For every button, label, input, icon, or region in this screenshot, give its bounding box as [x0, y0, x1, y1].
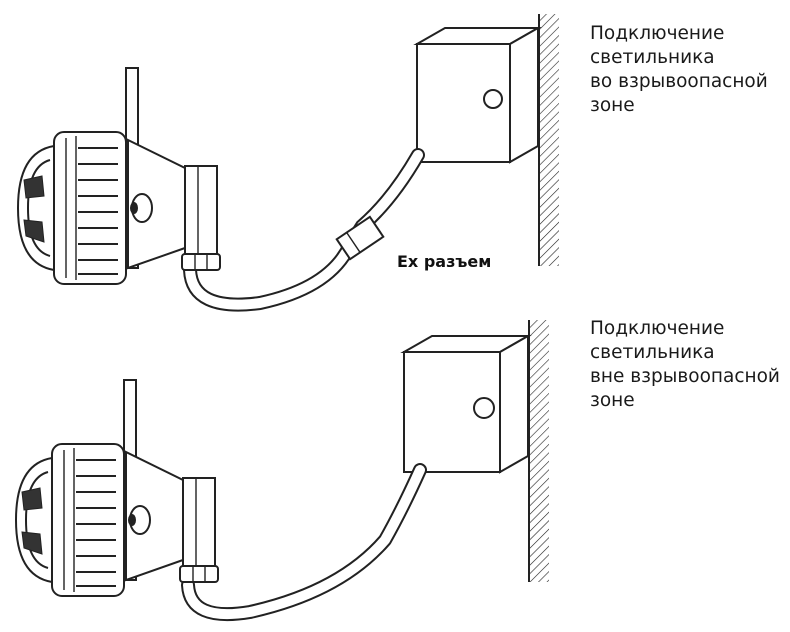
- caption-line: зоне: [590, 95, 635, 116]
- caption-line: во взрывоопасной: [590, 71, 768, 92]
- caption-line: светильника: [590, 47, 715, 68]
- caption-line: светильника: [590, 342, 715, 363]
- wall-hatching-top: [539, 14, 559, 266]
- wall-hatching-bottom: [529, 320, 549, 582]
- caption-line: Подключение: [590, 318, 725, 339]
- bottom-assembly: [15, 320, 549, 622]
- caption-line: Подключение: [590, 23, 725, 44]
- cable-bottom: [181, 463, 427, 622]
- junction-box-top: [413, 26, 542, 164]
- cable-entry-circle-top: [483, 89, 503, 109]
- top-assembly: [17, 14, 559, 312]
- luminaire-bottom: [15, 379, 219, 597]
- caption-line: зоне: [590, 390, 635, 411]
- cable-entry-circle-bottom: [473, 397, 495, 419]
- caption-outside-hazardous-zone: Подключение светильника вне взрывоопасно…: [590, 317, 780, 413]
- luminaire-top: [17, 67, 221, 285]
- junction-box-bottom: [400, 334, 532, 474]
- caption-line: вне взрывоопасной: [590, 366, 780, 387]
- ex-connector-label: Ex разъем: [397, 252, 492, 271]
- cable-top: [183, 148, 425, 312]
- caption-inside-hazardous-zone: Подключение светильника во взрывоопасной…: [590, 22, 768, 118]
- ex-connector: [335, 215, 385, 261]
